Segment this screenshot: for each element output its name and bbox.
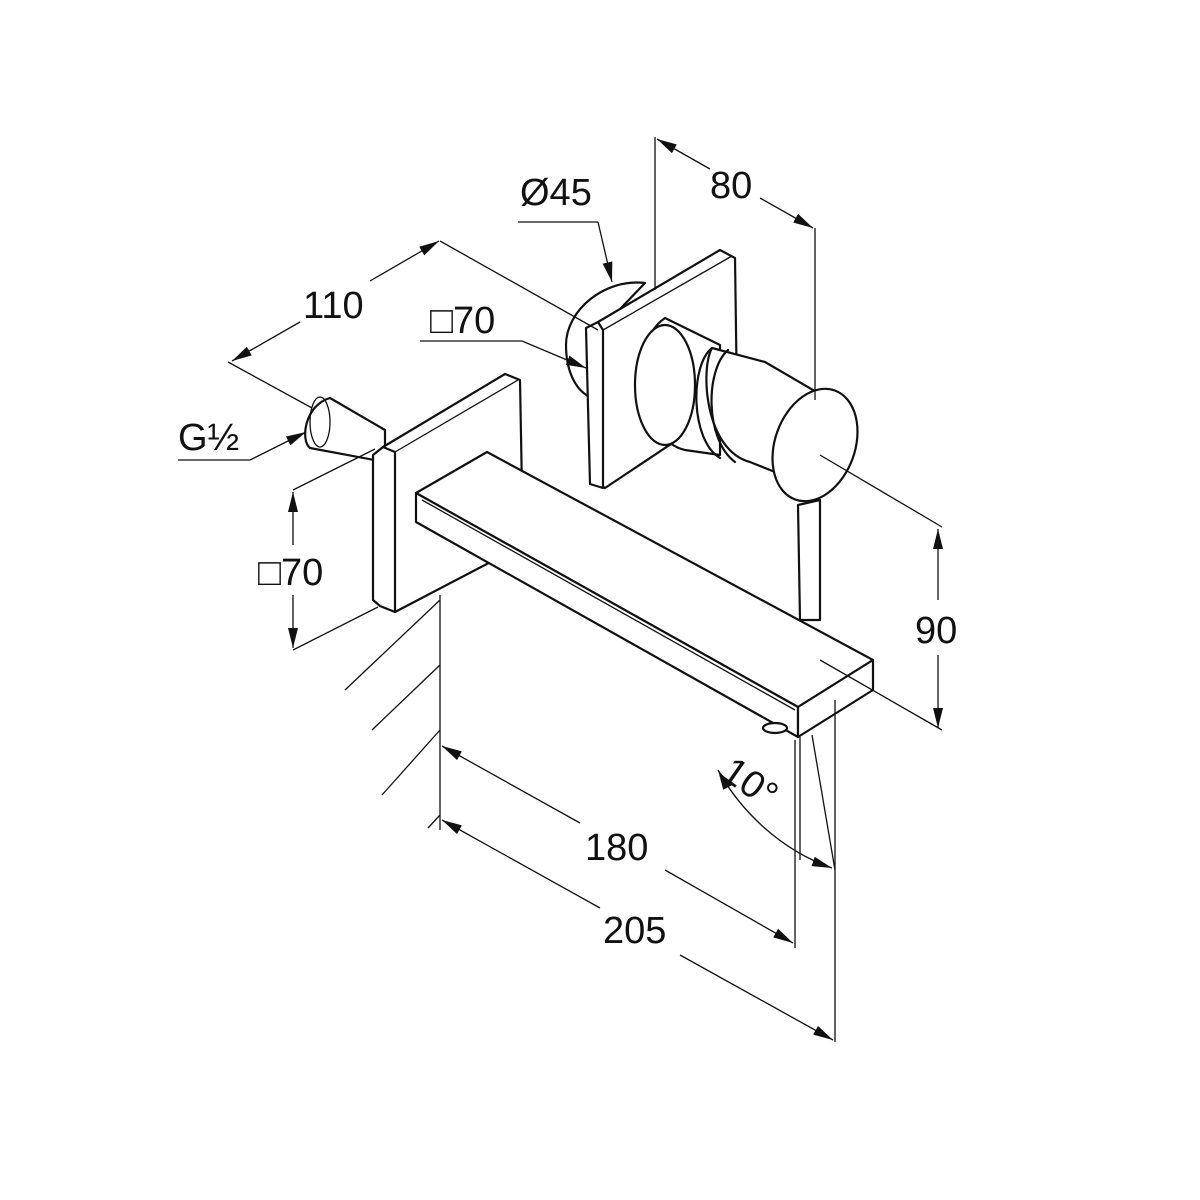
dim-angle-10-label: 10° (714, 750, 785, 817)
dim-110-label: 110 (303, 285, 364, 327)
dim-thread-label: G½ (178, 417, 239, 459)
dim-80: 80 (654, 137, 816, 400)
dim-diameter-45: Ø45 (518, 172, 613, 283)
dim-90: 90 (819, 454, 957, 731)
dim-upper-plate-70-label: □70 (430, 300, 495, 342)
supply-pipe (304, 396, 387, 464)
dim-180: 180 (441, 740, 796, 948)
dim-205: 205 (441, 700, 836, 1042)
dim-upper-plate-70: □70 (420, 300, 587, 369)
dim-lower-plate-70-label: □70 (258, 552, 323, 594)
dim-90-label: 90 (915, 610, 957, 652)
dim-diameter-45-label: Ø45 (520, 172, 592, 214)
dim-thread: G½ (178, 417, 307, 461)
dim-110: 110 (227, 240, 599, 409)
wall-hatch (344, 595, 441, 830)
dim-180-label: 180 (585, 827, 648, 869)
mixer-handle (633, 316, 859, 622)
dim-80-label: 80 (710, 165, 752, 207)
dim-205-label: 205 (603, 910, 666, 952)
dim-lower-plate-70: □70 (258, 448, 379, 651)
dim-angle-10: 10° (714, 734, 836, 871)
